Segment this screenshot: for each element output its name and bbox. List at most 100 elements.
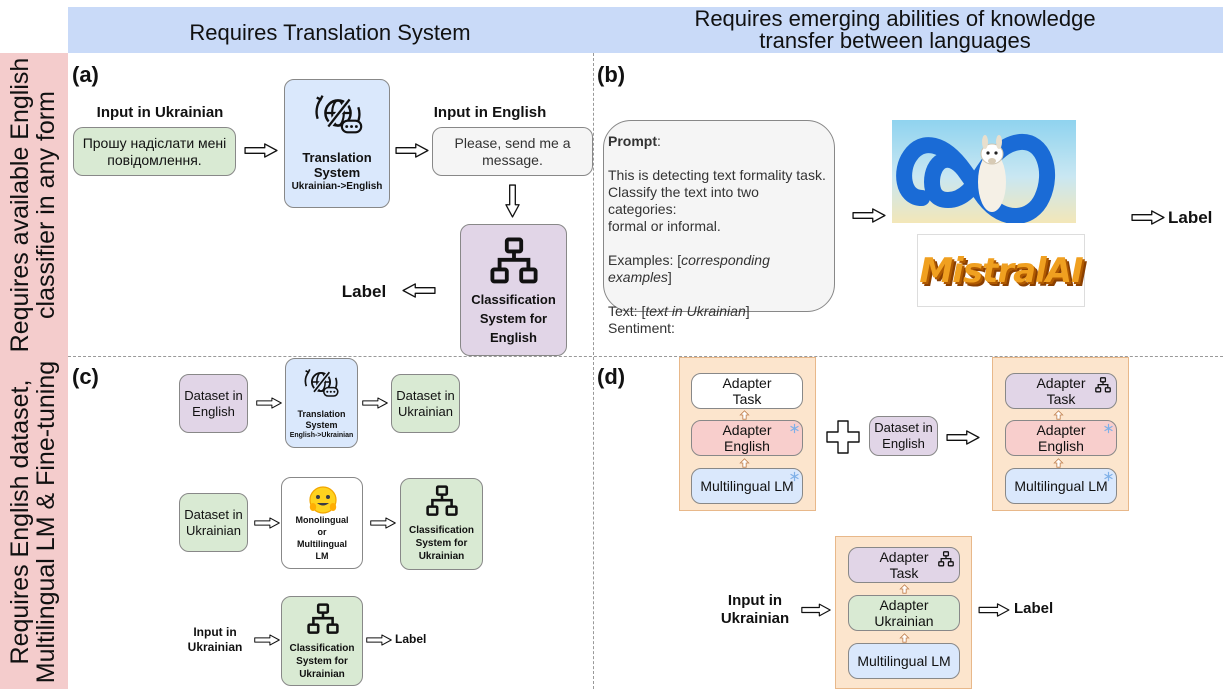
globe-translate-icon [300, 361, 342, 403]
panel-a-cls-l1: Classification [471, 292, 556, 307]
right-arrow-icon [1131, 210, 1165, 225]
snowflake-icon [789, 471, 800, 482]
header-bar [68, 7, 1223, 53]
panel-c-classification2-box: Classification System for Ukrainian [281, 596, 363, 686]
panel-c-ds-ua2-l1: Dataset in [184, 506, 243, 522]
panel-c-ds-en-l1: Dataset in [184, 387, 243, 403]
hugging-face-icon [309, 486, 337, 514]
right-arrow-icon [801, 603, 831, 617]
row1-label-line2: classifier in any form [32, 91, 60, 319]
panel-d-s3-ukrainian-box: Adapter Ukrainian [848, 595, 960, 631]
panel-c-cls2-l3: Ukrainian [299, 669, 345, 680]
panel-b-text-it: text in Ukrainian [645, 303, 746, 319]
right-arrow-icon [244, 143, 278, 158]
panel-c-ds-ua2-l2: Ukrainian [186, 522, 241, 538]
panel-c-dataset-ua2-box: Dataset in Ukrainian [179, 493, 248, 552]
panel-a-input-en-box: Please, send me a message. [432, 127, 593, 176]
panel-b-examples-pre: Examples: [ [608, 252, 682, 268]
panel-a-input-en-text-l1: Please, send me a [454, 134, 571, 151]
row2-side [0, 356, 68, 689]
panel-d-s2-english-box: Adapter English [1005, 420, 1117, 456]
panel-c-cls-l1: Classification [408, 525, 475, 536]
panel-a-input-en-label: Input in English [433, 104, 547, 121]
panel-c-input-l2: Ukrainian [187, 640, 243, 654]
row2-label-line2: Multilingual LM & Fine-tuning [32, 360, 60, 684]
panel-c-ds-ua-l2: Ukrainian [398, 403, 453, 419]
panel-a-input-ua-box: Прошу надіслати мені повідомлення. [73, 127, 236, 176]
panel-d-s1-eng-l1: Adapter [722, 422, 772, 438]
up-arrow-icon [1053, 410, 1064, 420]
panel-c-ds-en-l2: English [192, 403, 235, 419]
network-hierarchy-icon [490, 237, 538, 285]
up-arrow-icon [1053, 458, 1064, 468]
panel-c-dataset-ua-box: Dataset in Ukrainian [391, 374, 460, 433]
row-divider [68, 356, 1223, 357]
panel-b-prompt-head: Prompt [608, 133, 657, 149]
network-hierarchy-icon [938, 551, 954, 567]
right-arrow-icon [256, 397, 282, 409]
snowflake-icon [789, 423, 800, 434]
panel-d-s3-task-l2: Task [889, 565, 919, 581]
panel-d-tag: (d) [597, 364, 626, 389]
left-arrow-icon [400, 283, 438, 298]
right-arrow-icon [852, 208, 886, 223]
right-arrow-icon [254, 634, 280, 646]
panel-a-ts-l1: Translation [302, 150, 372, 165]
panel-b-sentiment: Sentiment: [608, 320, 675, 336]
right-arrow-icon [362, 397, 388, 409]
panel-c-dataset-en-box: Dataset in English [179, 374, 248, 433]
right-arrow-icon [978, 603, 1010, 617]
mistral-ai-logo: MistralAI [917, 234, 1085, 307]
panel-b-prompt-l3: formal or informal. [608, 218, 721, 234]
panel-d-s2-eng-l1: Adapter [1036, 422, 1086, 438]
panel-b-prompt-box: Prompt: This is detecting text formality… [603, 120, 835, 336]
snowflake-icon [1103, 471, 1114, 482]
row2-label-line1: Requires English dataset, [6, 379, 34, 665]
panel-d-s1-task-l1: Adapter [722, 375, 772, 391]
panel-a-cls-l2: System for [479, 311, 548, 326]
panel-d-s3-ua-l2: Ukrainian [874, 613, 934, 629]
panel-d-s2-task-l2: Task [1046, 391, 1076, 407]
panel-a-ts-l2: System [313, 165, 361, 180]
panel-b-tag: (b) [597, 62, 626, 87]
panel-c-tag: (c) [72, 364, 99, 389]
panel-d-s2-task-box: Adapter Task [1005, 373, 1117, 409]
header-col1-title: Requires Translation System [189, 20, 471, 45]
panel-c-input-l1: Input in [193, 625, 237, 639]
network-hierarchy-icon [307, 603, 339, 635]
panel-a-translation-box: Translation System Ukrainian->English [284, 79, 390, 208]
plus-icon [826, 420, 860, 454]
down-arrow-icon [505, 184, 520, 218]
panel-c-ds-ua-l1: Dataset in [396, 387, 455, 403]
panel-c-ts-l1: Translation [297, 409, 346, 419]
panel-c-translation-box: Translation System English->Ukrainian [285, 358, 358, 448]
up-arrow-icon [899, 633, 910, 643]
panel-d-s3-task-box: Adapter Task [848, 547, 960, 583]
panel-c-cls2-l1: Classification [289, 643, 355, 654]
row2-label: Requires English dataset, Multilingual L… [6, 354, 61, 690]
panel-b-examples-post: ] [667, 269, 672, 285]
panel-d-dataset-box: Dataset in English [869, 416, 938, 456]
panel-d-s2-lm: Multilingual LM [1014, 478, 1108, 494]
panel-d-s3-lm: Multilingual LM [857, 653, 951, 669]
panel-c-cls-l3: Ukrainian [418, 551, 465, 562]
llama-meta-logo [892, 120, 1076, 223]
panel-d-s3-task-l1: Adapter [879, 549, 929, 565]
header-col2-line1: Requires emerging abilities of knowledge [694, 6, 1096, 31]
row1-label-line1: Requires available English [6, 57, 34, 353]
panel-a-input-ua-label: Input in Ukrainian [96, 104, 224, 121]
panel-d-s2-task-l1: Adapter [1036, 375, 1086, 391]
panel-c-ts-l3: English->Ukrainian [289, 432, 354, 439]
panel-a-input-ua-text-l1: Прошу надіслати мені [82, 134, 227, 151]
snowflake-icon [1103, 423, 1114, 434]
panel-b-label-text: Label [1168, 208, 1213, 227]
right-arrow-icon [946, 430, 980, 445]
globe-translate-icon [309, 84, 367, 142]
panel-d-ds-l1: Dataset in [874, 420, 933, 435]
panel-d-ds-l2: English [882, 436, 925, 451]
panel-a-ts-l3: Ukrainian->English [291, 181, 383, 192]
up-arrow-icon [739, 410, 750, 420]
panel-c-cls-l2: System for [415, 538, 468, 549]
network-hierarchy-icon [426, 485, 458, 517]
column-divider [593, 53, 594, 689]
